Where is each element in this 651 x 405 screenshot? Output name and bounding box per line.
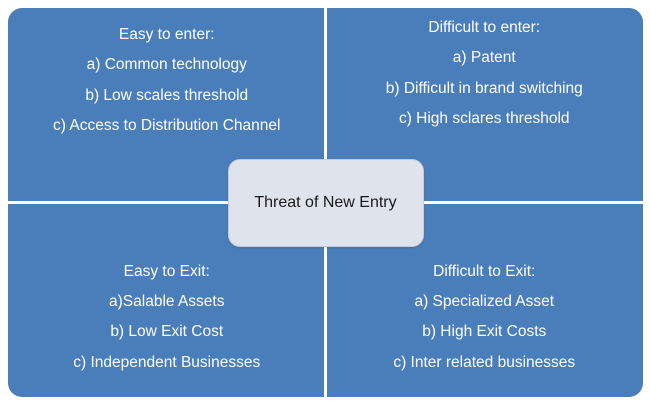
quadrant-line: a)Salable Assets — [109, 292, 225, 310]
quadrant-line: b) Difficult in brand switching — [385, 79, 583, 97]
quadrant-easy-to-exit: Easy to Exit: a)Salable Assets b) Low Ex… — [8, 203, 326, 398]
quadrant-line: a) Common technology — [86, 56, 247, 74]
quadrant-easy-to-enter: Easy to enter: a) Common technology b) L… — [8, 8, 326, 203]
quadrant-line: a) Specialized Asset — [414, 292, 555, 310]
quadrant-title: Easy to enter: — [118, 26, 215, 43]
quadrant-line: c) Independent Businesses — [73, 353, 261, 371]
center-label-text: Threat of New Entry — [254, 193, 397, 211]
quadrant-line: b) High Exit Costs — [422, 323, 547, 341]
quadrant-line: b) Low Exit Cost — [110, 323, 224, 341]
center-label-box: Threat of New Entry — [227, 158, 424, 247]
quadrant-line: c) High sclares threshold — [398, 110, 570, 128]
quadrant-title: Difficult to enter: — [428, 19, 541, 36]
quadrant-line: a) Patent — [452, 49, 516, 67]
threat-of-new-entry-matrix: Easy to enter: a) Common technology b) L… — [8, 8, 643, 397]
quadrant-difficult-to-enter: Difficult to enter: a) Patent b) Difficu… — [326, 8, 644, 203]
quadrant-line: c) Access to Distribution Channel — [53, 117, 281, 135]
quadrant-line: b) Low scales threshold — [85, 86, 249, 104]
quadrant-title: Easy to Exit: — [123, 262, 210, 280]
quadrant-title: Difficult to Exit: — [433, 262, 536, 280]
quadrant-difficult-to-exit: Difficult to Exit: a) Specialized Asset … — [326, 203, 644, 398]
quadrant-line: c) Inter related businesses — [393, 353, 576, 371]
